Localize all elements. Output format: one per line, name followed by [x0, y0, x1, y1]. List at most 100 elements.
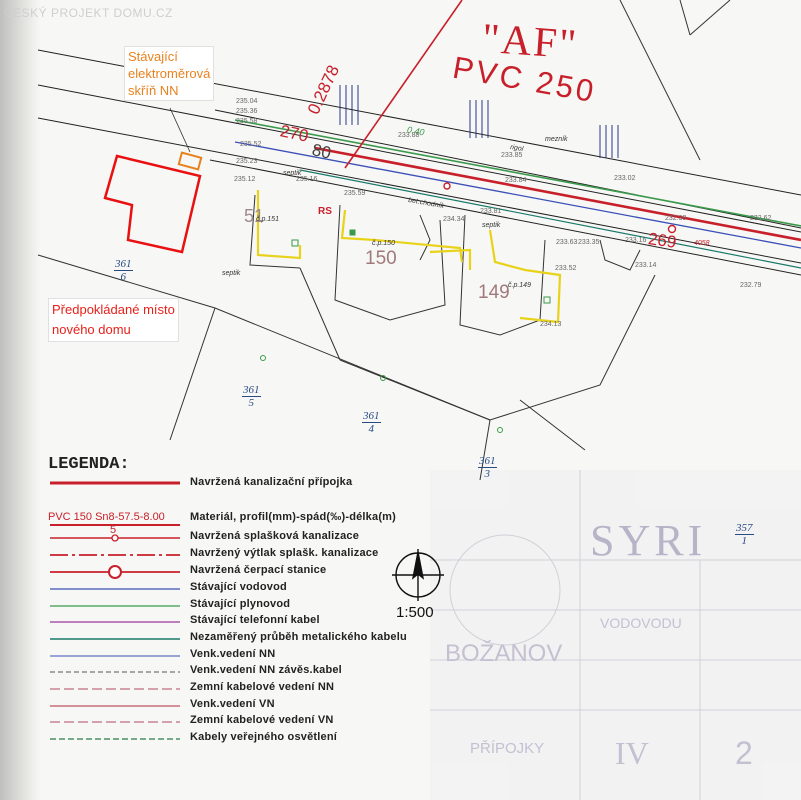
legend-item: Nezaměřený průběh metalického kabelu [190, 631, 407, 643]
elevation: 232.79 [740, 282, 762, 289]
legend-item: Materiál, profil(mm)-spád(‰)-délka(m) [190, 511, 397, 523]
parcel-bottom: 3 [484, 468, 491, 480]
elevation: 235.59 [344, 190, 366, 197]
legend-title: LEGENDA: [48, 455, 130, 474]
elevation: 235.16 [296, 176, 318, 183]
hatching [339, 85, 619, 158]
elevation: 233.85 [501, 152, 523, 159]
parcel-top: 361 [478, 455, 497, 468]
parcel-top: 357 [735, 522, 754, 535]
annotation-line: Předpokládané místo [52, 302, 175, 317]
elevation: 235.52 [240, 141, 262, 148]
stamp-text: VODOVODU [600, 615, 682, 631]
north-arrow [392, 549, 444, 601]
stamp-text: BOŽANOV [445, 640, 563, 667]
parcel-bottom: 5 [248, 397, 255, 409]
house-number: 269 [646, 229, 678, 252]
legend-item: Navržená kanalizační přípojka [190, 476, 353, 488]
page-fold-shadow [0, 0, 40, 800]
parcel-top: 361 [362, 410, 381, 423]
map-scale: 1:500 [396, 604, 434, 621]
elevation: 233.81 [480, 208, 502, 215]
parcel-boundaries [37, 194, 656, 481]
watermark: ČESKÝ PROJEKT DOMU.CZ [4, 6, 173, 20]
gas-line [234, 119, 801, 227]
water-line [234, 141, 801, 249]
legend-item: Zemní kabelové vedení NN [190, 681, 335, 693]
label-cp151: č.p.151 [256, 216, 279, 223]
elevation: 235.36 [236, 108, 258, 115]
elevation: 233.63 [556, 239, 578, 246]
elevation: 232.39 [665, 215, 687, 222]
parcel-number: 357 1 [735, 522, 754, 547]
annotation-line: nového domu [52, 322, 131, 337]
elevation: 233.88 [398, 132, 420, 139]
sewer-branch [344, 0, 463, 169]
house-number: 150 [365, 248, 397, 269]
legend-item: Navržený výtlak splašk. kanalizace [190, 547, 379, 559]
legend-item: Zemní kabelové vedení VN [190, 714, 334, 726]
elevation: 235.12 [234, 176, 256, 183]
parcel-number: 361 4 [362, 410, 381, 435]
label-septik: septik [482, 222, 501, 229]
stamp-cell-number: 2 [735, 735, 753, 771]
legend-item: Stávající telefonní kabel [190, 614, 320, 626]
legend-item: Kabely veřejného osvětlení [190, 731, 338, 743]
yellow-pipes [256, 190, 562, 324]
elevation: 233.84 [505, 177, 527, 184]
elevation: 233.02 [614, 175, 636, 182]
label-cp150: č.p.150 [372, 240, 395, 247]
annotation-existing-meter-box: Stávající elektroměrová skříň NN [124, 46, 215, 101]
legend-item: Navržená splašková kanalizace [190, 530, 360, 542]
elevation: 233.35 [578, 239, 600, 246]
parcel-top: 361 [242, 384, 261, 397]
label-septik: septik [283, 170, 302, 177]
elevation: 235.04 [236, 98, 258, 105]
parcel-bottom: 6 [120, 271, 127, 283]
legend-sample-number: 5 [110, 524, 117, 536]
annotation-line: Stávající [128, 49, 178, 64]
legend-item: Venk.vedení VN [190, 698, 275, 710]
label-rs: RS [318, 206, 332, 217]
stamp-table [430, 470, 801, 800]
sewer-main [314, 146, 801, 242]
elevation: 234.34 [443, 216, 465, 223]
legend-item: Stávající vodovod [190, 581, 287, 593]
parcel-number: 361 3 [478, 455, 497, 480]
parcel-number: 361 5 [242, 384, 261, 409]
elevation: 233.14 [635, 262, 657, 269]
label-cp149: č.p.149 [508, 282, 531, 289]
label-septik: septik [222, 270, 241, 277]
elevation: 234.13 [540, 321, 562, 328]
elevation: 233.16 [625, 237, 647, 244]
label-4058: 4058 [694, 240, 710, 247]
legend-item: Stávající plynovod [190, 598, 291, 610]
legend-item: Venk.vedení NN [190, 648, 276, 660]
meter-box [177, 151, 203, 171]
stamp-cell-number: IV [615, 735, 649, 771]
annotation-line: elektroměrová [128, 66, 211, 81]
label-mezni: mezník [545, 136, 568, 143]
stamp-text: SYRI [590, 516, 707, 565]
parcel-bottom: 1 [741, 535, 748, 547]
legend-graphics [50, 481, 180, 740]
planned-house-outline [103, 154, 202, 254]
parcel-number: 361 6 [114, 258, 133, 283]
parcel-top: 361 [114, 258, 133, 271]
house-number: 51 [244, 206, 265, 226]
stamp-text: PŘÍPOJKY [470, 740, 545, 757]
elevation: 235.23 [236, 158, 258, 165]
annotation-planned-house: Předpokládané místo nového domu [48, 298, 179, 342]
legend-item: Venk.vedení NN závěs.kabel [190, 664, 342, 676]
legend-pipe-sample: PVC 150 Sn8-57.5-8.00 [48, 511, 165, 523]
elevation: 235.58 [236, 118, 258, 125]
annotation-line: skříň NN [128, 83, 179, 98]
elevation: 233.52 [555, 265, 577, 272]
legend-item: Navržená čerpací stanice [190, 564, 327, 576]
elevation: 232.62 [750, 215, 772, 222]
house-number: 149 [478, 282, 510, 303]
parcel-bottom: 4 [368, 423, 375, 435]
metallic-cable [299, 169, 801, 269]
